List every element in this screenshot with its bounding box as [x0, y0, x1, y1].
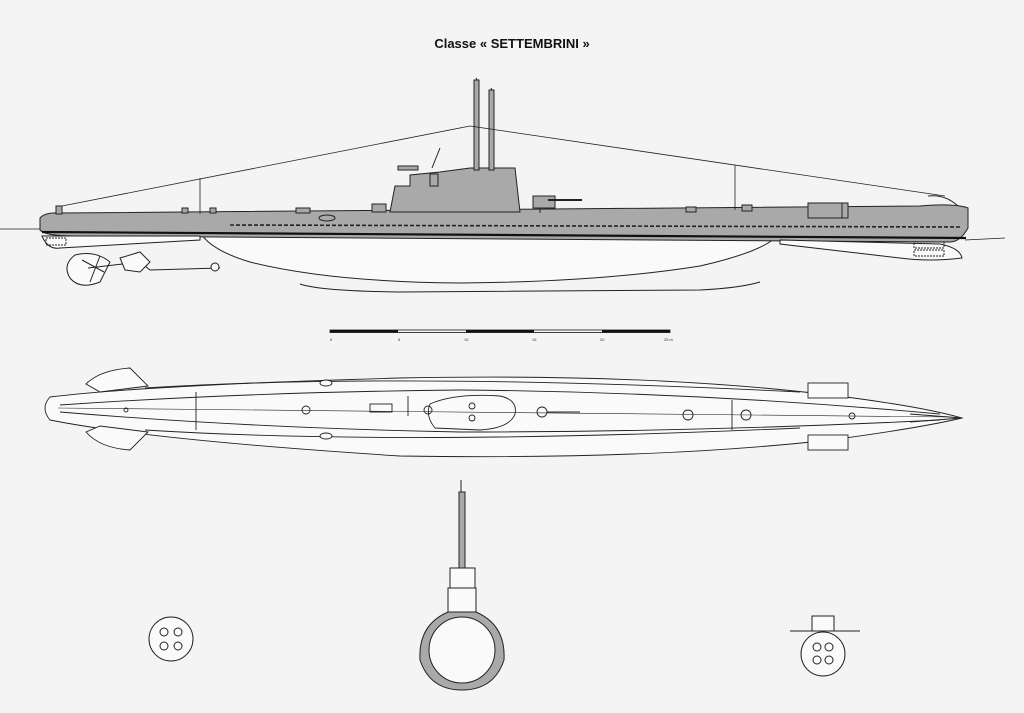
lower-hull — [199, 231, 781, 284]
scale-tick-0: 0 — [330, 337, 333, 342]
title-class-name: « SETTEMBRINI » — [479, 36, 590, 51]
plan-view — [44, 367, 964, 458]
after-deck-house — [807, 202, 849, 219]
periscope-forward — [488, 89, 495, 171]
bow-tube-hatch — [45, 237, 67, 246]
title-prefix: Classe — [434, 36, 477, 51]
deck-gun — [532, 195, 582, 213]
plan-hull-outline — [44, 376, 964, 458]
scale-tick-25: 25 m — [664, 337, 674, 342]
scale-tick-20: 20 — [600, 337, 605, 342]
stern-section-view — [148, 616, 194, 662]
midship-section-view — [419, 480, 505, 691]
periscope-aft — [473, 79, 480, 171]
side-profile-view — [0, 77, 1006, 293]
conning-tower — [389, 167, 521, 213]
keel-line — [299, 281, 761, 293]
scale-bar: 0 5 10 15 20 25 m — [329, 329, 674, 342]
scale-tick-5: 5 — [398, 337, 401, 342]
plan-conning-tower — [427, 394, 516, 431]
bow-section-view — [790, 615, 860, 677]
propeller-rudder — [66, 251, 221, 286]
scale-tick-15: 15 — [532, 337, 537, 342]
jumping-wire — [61, 125, 946, 214]
drawing-title: Classe « SETTEMBRINI » — [0, 36, 1024, 51]
stern-tube-hatch — [913, 241, 945, 249]
plan-stern-hydroplanes — [85, 367, 149, 393]
scale-tick-10: 10 — [464, 337, 469, 342]
